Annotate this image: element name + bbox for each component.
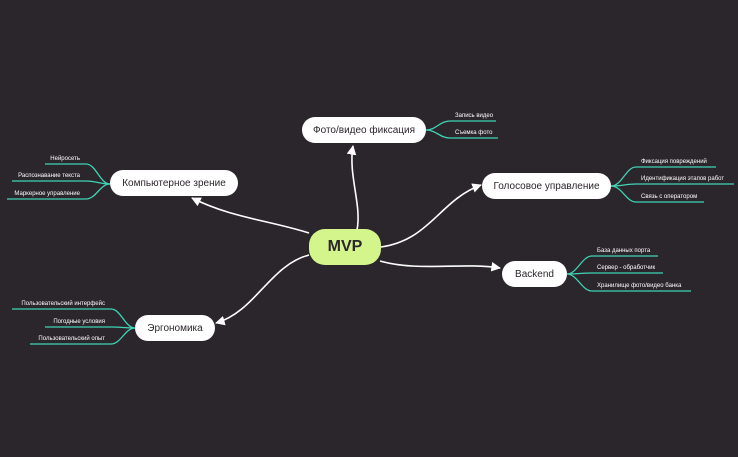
node-backend-label: Backend bbox=[515, 268, 554, 280]
leaf-ergonomics-ui[interactable]: Пользовательский интерфейс bbox=[21, 301, 105, 307]
leaf-vision-text-recognition[interactable]: Распознавание текста bbox=[18, 173, 80, 179]
sub-line-vision-3 bbox=[7, 183, 111, 200]
leaf-backend-port-db[interactable]: База данных порта bbox=[597, 248, 651, 254]
sub-line-photo-2 bbox=[425, 129, 498, 139]
node-voice-control[interactable]: Голосовое управление bbox=[482, 173, 611, 199]
leaf-backend-server[interactable]: Сервер - обработчик bbox=[597, 265, 656, 271]
node-photo-video[interactable]: Фото/видео фиксация bbox=[302, 117, 426, 143]
root-label: MVP bbox=[327, 238, 363, 255]
node-ergonomics-label: Эргономика bbox=[147, 322, 203, 334]
leaf-backend-storage[interactable]: Хранилище фото/видео банка bbox=[597, 283, 682, 289]
leaf-ergonomics-ux[interactable]: Пользовательский опыт bbox=[38, 336, 105, 342]
branch-line-backend bbox=[379, 260, 501, 272]
leaf-voice-operator-link[interactable]: Связь с оператором bbox=[641, 194, 698, 200]
leaf-photo-take-photo[interactable]: Съемка фото bbox=[455, 130, 493, 136]
leaf-vision-marker-control[interactable]: Маркерное управление bbox=[14, 191, 80, 197]
leaf-photo-record-video[interactable]: Запись видео bbox=[455, 113, 494, 119]
sub-line-voice-2 bbox=[610, 183, 734, 187]
sub-line-ergonomics-2 bbox=[45, 326, 136, 329]
sub-line-backend-2 bbox=[566, 272, 663, 275]
node-photo-video-label: Фото/видео фиксация bbox=[313, 124, 415, 136]
sub-line-vision-2 bbox=[12, 180, 111, 185]
sub-line-ergonomics-3 bbox=[30, 327, 136, 345]
branch-line-ergonomics bbox=[215, 254, 310, 326]
node-voice-control-label: Голосовое управление bbox=[493, 180, 600, 192]
leaf-voice-work-stages[interactable]: Идентификация этапов работ bbox=[641, 176, 725, 182]
node-computer-vision[interactable]: Компьютерное зрение bbox=[110, 170, 238, 196]
leaf-vision-neural-net[interactable]: Нейросеть bbox=[50, 156, 80, 162]
node-ergonomics[interactable]: Эргономика bbox=[135, 315, 215, 341]
leaf-voice-damage-fixation[interactable]: Фиксация повреждений bbox=[641, 159, 707, 165]
sub-line-backend-3 bbox=[566, 273, 691, 292]
root-node[interactable]: MVP bbox=[309, 229, 381, 265]
node-computer-vision-label: Компьютерное зрение bbox=[122, 177, 226, 189]
branch-line-photo bbox=[346, 145, 359, 231]
branch-line-voice bbox=[380, 183, 482, 248]
node-backend[interactable]: Backend bbox=[502, 261, 567, 287]
sub-line-voice-3 bbox=[610, 185, 704, 203]
leaf-ergonomics-weather[interactable]: Погодные условия bbox=[53, 319, 105, 325]
branch-line-vision bbox=[191, 197, 310, 234]
